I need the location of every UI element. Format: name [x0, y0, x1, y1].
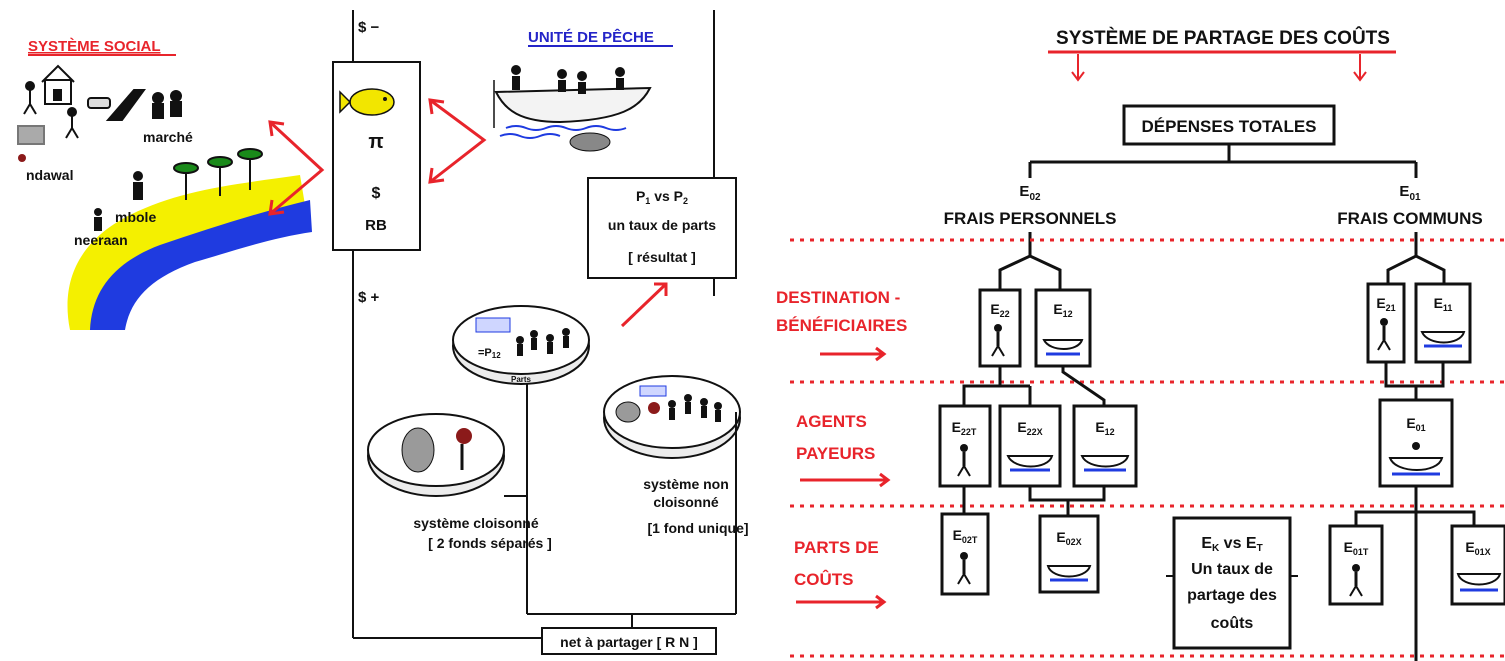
result-box — [587, 177, 737, 279]
pi-label: π — [368, 131, 383, 153]
agents-label-1: AGENTS — [796, 412, 867, 431]
fishing-unit-group: $ − $ + π $ RB UNITÉ DE PÊCHE — [332, 10, 749, 655]
box-e01x: E01X — [1450, 524, 1505, 606]
dish-top-label: Parts — [511, 375, 532, 384]
ndawal-label: ndawal — [26, 167, 73, 183]
net-box — [541, 627, 717, 655]
sea-water — [90, 200, 312, 330]
box-e02t: E02T — [940, 512, 990, 596]
resultat-label: [ résultat ] — [628, 249, 696, 265]
couts-label: coûts — [1211, 615, 1254, 632]
box-e01b: E01 — [1378, 398, 1454, 488]
box-e12b: E12 — [1072, 404, 1138, 488]
fishing-link-arrow — [428, 98, 487, 184]
rb-label: RB — [365, 217, 387, 234]
villager-icons — [94, 171, 143, 231]
mid-connectors — [962, 362, 1476, 661]
tree-lines — [998, 144, 1446, 290]
cloisonne-label: système cloisonné — [413, 515, 538, 531]
fishing-connectors — [353, 384, 737, 639]
partage-des-label: partage des — [1187, 587, 1277, 604]
dish-right — [603, 375, 741, 459]
deux-fonds-label: [ 2 fonds séparés ] — [428, 535, 552, 551]
parts-label-1: PARTS DE — [794, 538, 879, 557]
depenses-box — [1122, 104, 1336, 146]
dollar-plus-label: $ + — [358, 289, 380, 306]
box-e11: E11 — [1414, 282, 1472, 364]
agents-label-2: PAYEURS — [796, 444, 875, 463]
box-e02x: E02X — [1038, 514, 1100, 594]
dish-top: =P12 Parts — [452, 305, 590, 385]
ek-et-box — [1172, 516, 1292, 650]
non-cloisonne-label-2: cloisonné — [653, 494, 719, 510]
destination-arrow — [820, 346, 887, 362]
frais-communs-label: FRAIS COMMUNS — [1337, 209, 1482, 228]
mbole-label: mbole — [115, 209, 156, 225]
ek-vs-et-label: EK vs ET — [1201, 535, 1262, 554]
box-e22t: E22T — [938, 404, 992, 488]
result-arrow — [620, 282, 668, 328]
parts-label-2: COÛTS — [794, 570, 854, 589]
cost-sharing-group: SYSTÈME DE PARTAGE DES COÛTS DÉPENSES TO… — [776, 27, 1505, 661]
taux-parts-label: un taux de parts — [608, 217, 716, 233]
parts-arrow — [796, 594, 887, 610]
social-link-arrow — [268, 120, 325, 216]
fond-unique-label: [1 fond unique] — [647, 520, 748, 536]
e01-label: E01 — [1399, 183, 1421, 203]
dish-top-sub: =P12 — [478, 347, 501, 360]
beach-sand — [67, 175, 305, 330]
agents-arrow — [800, 472, 891, 488]
box-e01t: E01T — [1328, 524, 1384, 606]
e02-label: E02 — [1019, 183, 1041, 203]
box-e21: E21 — [1366, 282, 1406, 364]
palm-trees — [173, 148, 263, 200]
dish-left — [367, 413, 505, 497]
non-cloisonne-label-1: système non — [643, 476, 729, 492]
box-e12a: E12 — [1034, 288, 1092, 368]
fish-icon — [339, 88, 395, 116]
social-system-group: SYSTÈME SOCIAL marché ndawal — [17, 38, 325, 330]
frais-personnels-label: FRAIS PERSONNELS — [944, 209, 1117, 228]
un-taux-label: Un taux de — [1191, 561, 1273, 578]
cost-sharing-title: SYSTÈME DE PARTAGE DES COÛTS — [1056, 27, 1390, 49]
box-e22: E22 — [978, 288, 1022, 368]
dollar-minus-label: $ − — [358, 19, 380, 36]
p-vs-label: P1 vs P2 — [636, 188, 688, 206]
village-icons — [17, 64, 182, 162]
destination-label-2: BÉNÉFICIAIRES — [776, 316, 907, 335]
depenses-label: DÉPENSES TOTALES — [1141, 117, 1316, 136]
fishing-unit-title: UNITÉ DE PÊCHE — [528, 28, 654, 46]
dollar-label: $ — [372, 185, 381, 202]
destination-label-1: DESTINATION - — [776, 288, 900, 307]
net-partager-label: net à partager [ R N ] — [560, 634, 698, 650]
social-system-title: SYSTÈME SOCIAL — [28, 38, 161, 55]
boat-icon — [493, 65, 652, 152]
neeraan-label: neeraan — [74, 232, 128, 248]
marche-label: marché — [143, 129, 193, 145]
box-e22x: E22X — [998, 404, 1062, 488]
